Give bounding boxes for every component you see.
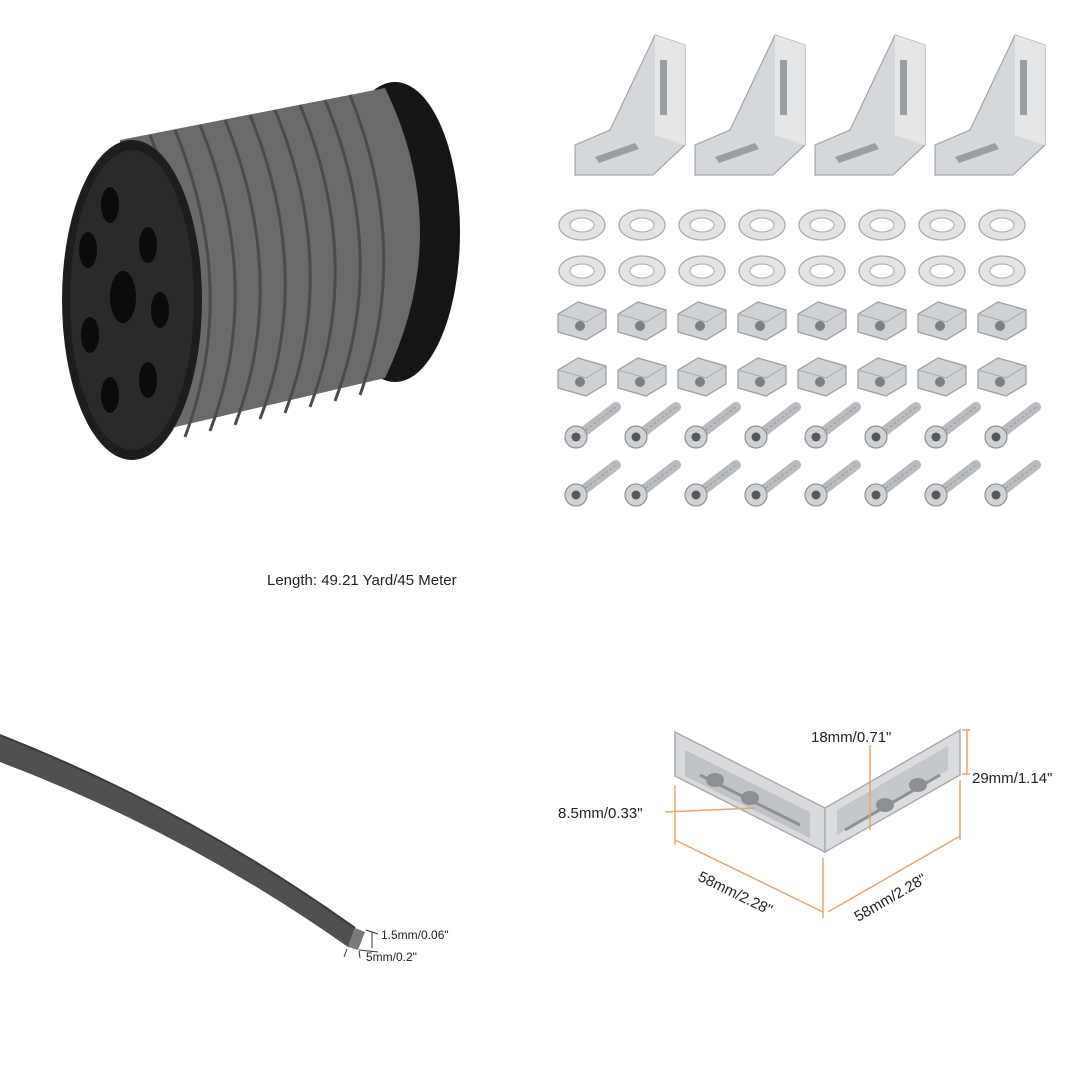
left-length-label: 58mm/2.28" xyxy=(695,868,775,919)
flat-washer xyxy=(858,255,906,287)
t-slot-nut xyxy=(677,357,727,397)
t-slot-nut xyxy=(797,357,847,397)
flat-washer xyxy=(618,209,666,241)
flat-washer xyxy=(558,209,606,241)
flat-washer xyxy=(858,209,906,241)
flat-washer xyxy=(978,209,1026,241)
corner-bracket xyxy=(934,34,1046,176)
t-slot-nut xyxy=(737,357,787,397)
t-slot-nut xyxy=(617,357,667,397)
socket-head-screw xyxy=(684,460,741,507)
t-slot-nut xyxy=(557,301,607,341)
corner-bracket xyxy=(694,34,806,176)
t-slot-nut xyxy=(617,301,667,341)
flat-washer xyxy=(798,255,846,287)
socket-head-screw xyxy=(564,402,621,449)
flat-washer xyxy=(918,209,966,241)
socket-head-screw xyxy=(864,460,921,507)
bracket-dimension-diagram: 8.5mm/0.33" 18mm/0.71" 29mm/1.14" 58mm/2… xyxy=(558,728,1052,926)
spool-image xyxy=(62,82,460,460)
t-slot-nut xyxy=(977,301,1027,341)
t-slot-nut xyxy=(917,357,967,397)
socket-head-screw xyxy=(984,402,1041,449)
t-slot-nut xyxy=(557,357,607,397)
hardware-kit-image xyxy=(557,34,1046,507)
flat-washer xyxy=(978,255,1026,287)
hole-diameter-label: 8.5mm/0.33" xyxy=(558,805,643,822)
flat-washer xyxy=(558,255,606,287)
socket-head-screw xyxy=(924,402,981,449)
socket-head-screw xyxy=(744,402,801,449)
width-label: 5mm/0.2" xyxy=(366,950,417,964)
flat-washer xyxy=(798,209,846,241)
t-slot-nut xyxy=(677,301,727,341)
t-slot-nut xyxy=(857,357,907,397)
t-slot-nut xyxy=(797,301,847,341)
socket-head-screw xyxy=(684,402,741,449)
socket-head-screw xyxy=(984,460,1041,507)
corner-bracket xyxy=(814,34,926,176)
thickness-label: 1.5mm/0.06" xyxy=(381,928,449,942)
flat-washer xyxy=(738,255,786,287)
flat-washer xyxy=(678,209,726,241)
flat-washer xyxy=(738,209,786,241)
socket-head-screw xyxy=(744,460,801,507)
hardware-kit-panel xyxy=(540,0,1080,540)
t-slot-nut xyxy=(917,301,967,341)
t-slot-nut xyxy=(857,301,907,341)
socket-head-screw xyxy=(924,460,981,507)
flat-washer xyxy=(918,255,966,287)
socket-head-screw xyxy=(804,460,861,507)
socket-head-screw xyxy=(564,460,621,507)
socket-head-screw xyxy=(804,402,861,449)
socket-head-screw xyxy=(864,402,921,449)
t-slot-nut xyxy=(737,301,787,341)
length-caption: Length: 49.21 Yard/45 Meter xyxy=(267,572,457,589)
flat-washer xyxy=(618,255,666,287)
slot-length-label: 18mm/0.71" xyxy=(811,729,891,746)
cord-closeup-panel: 1.5mm/0.06" 5mm/0.2" xyxy=(0,540,540,1080)
cord-dimension-diagram: 1.5mm/0.06" 5mm/0.2" xyxy=(0,734,449,964)
socket-head-screw xyxy=(624,460,681,507)
spool-panel: Length: 49.21 Yard/45 Meter xyxy=(0,0,540,589)
bracket-dimension-panel: 8.5mm/0.33" 18mm/0.71" 29mm/1.14" 58mm/2… xyxy=(540,540,1080,1080)
flat-washer xyxy=(678,255,726,287)
t-slot-nut xyxy=(977,357,1027,397)
height-label: 29mm/1.14" xyxy=(972,770,1052,787)
right-length-label: 58mm/2.28" xyxy=(852,871,930,926)
socket-head-screw xyxy=(624,402,681,449)
corner-bracket xyxy=(574,34,686,176)
